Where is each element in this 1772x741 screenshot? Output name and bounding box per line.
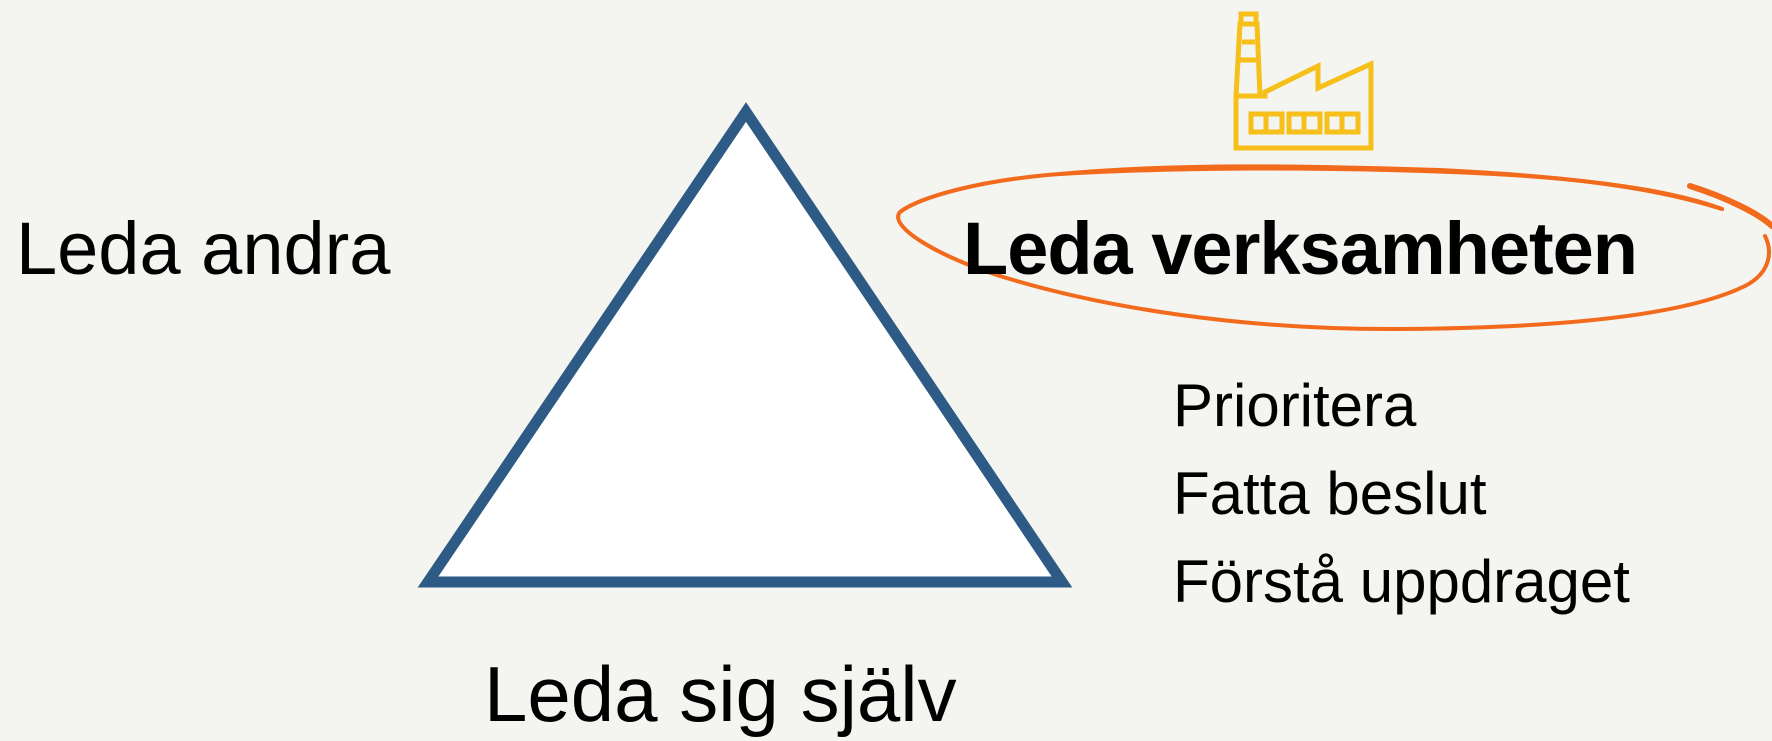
verksamheten-items-list: Prioritera Fatta beslut Förstå uppdraget <box>1173 362 1630 626</box>
triangle-shape <box>417 102 1073 588</box>
leda-andra-label: Leda andra <box>16 207 391 290</box>
highlight-circle <box>896 164 1772 332</box>
leda-verksamheten-label: Leda verksamheten <box>963 207 1638 290</box>
list-item-prioritera: Prioritera <box>1173 372 1417 439</box>
list-item-fatta-beslut: Fatta beslut <box>1173 460 1487 527</box>
list-item-forsta-uppdraget: Förstå uppdraget <box>1173 548 1630 615</box>
factory-icon <box>1233 11 1374 151</box>
leda-sig-sjalv-label: Leda sig själv <box>484 650 957 738</box>
